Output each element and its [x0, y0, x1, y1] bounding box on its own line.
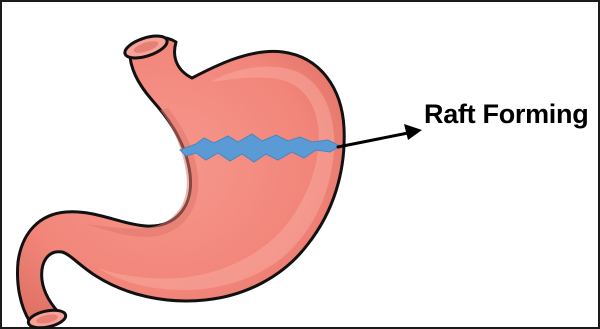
- raft-forming-label: Raft Forming: [424, 96, 588, 132]
- arrow-line: [338, 133, 408, 147]
- arrow-head: [404, 124, 422, 140]
- stomach-icon: [18, 32, 345, 329]
- arrow-right-icon: [338, 124, 422, 147]
